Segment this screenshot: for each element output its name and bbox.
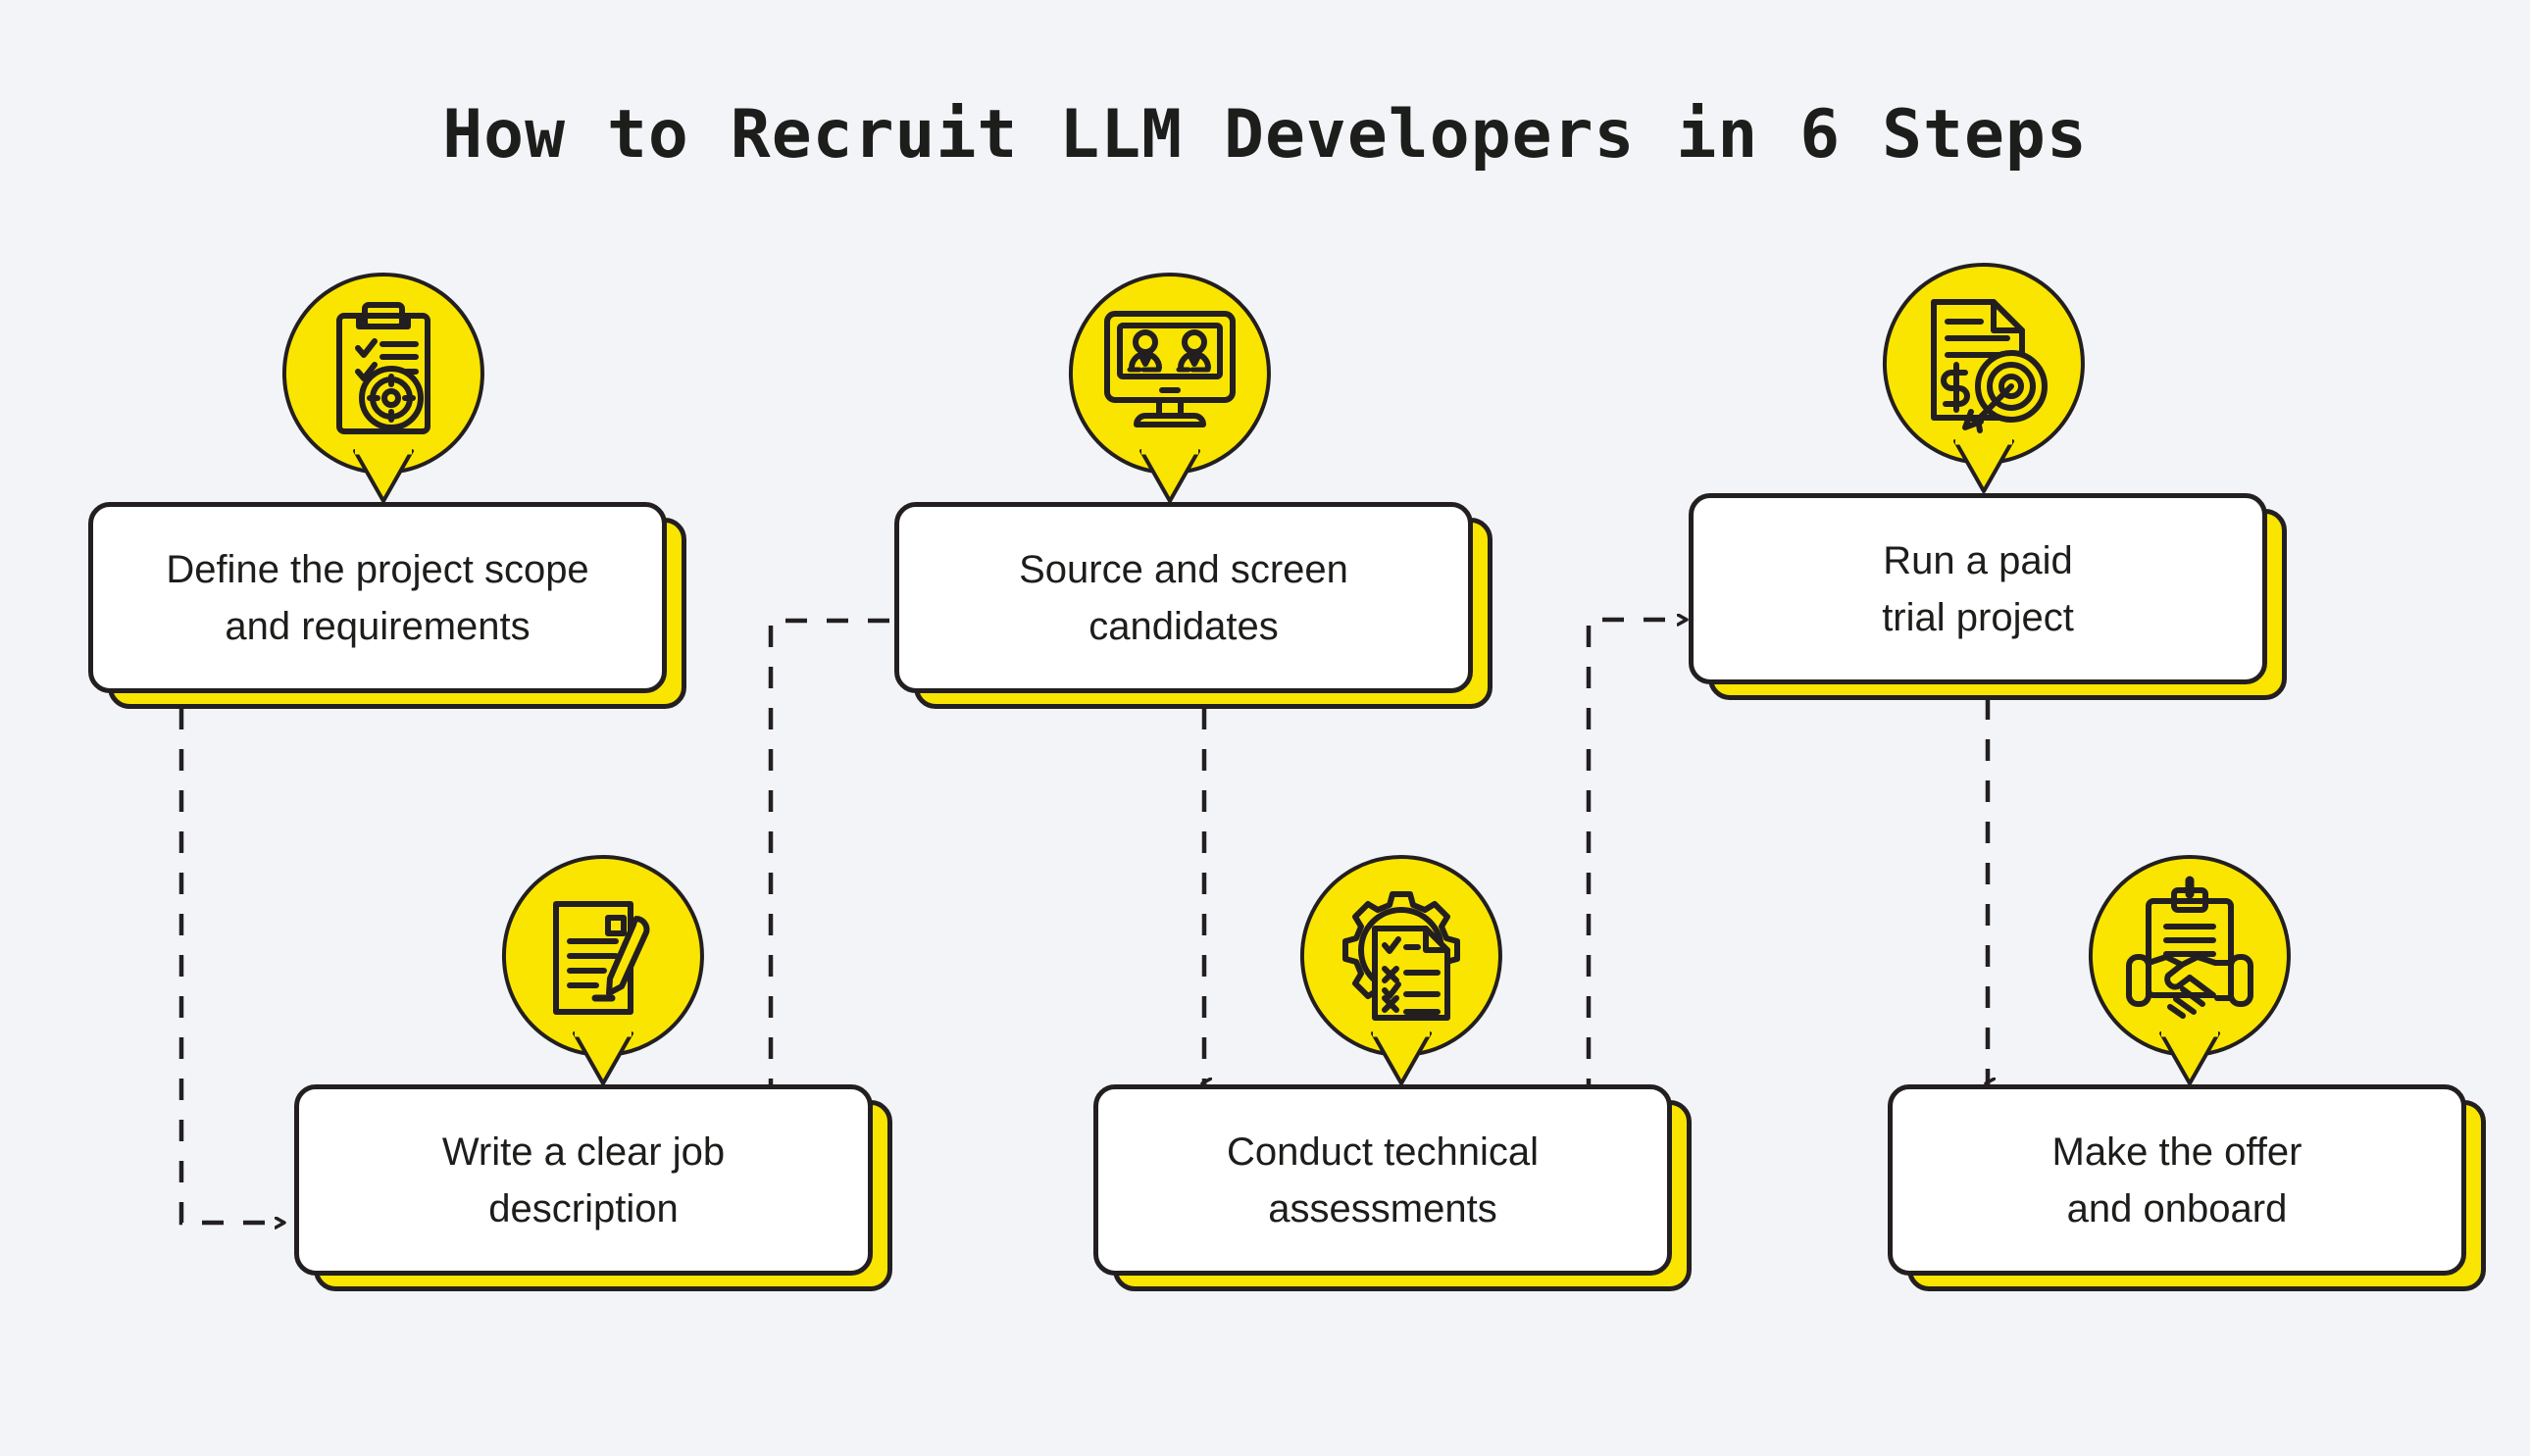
step-3-label: Source and screen candidates xyxy=(997,541,1370,655)
step-6-label: Make the offer and onboard xyxy=(2031,1124,2324,1237)
gear-checklist-icon xyxy=(1342,891,1460,1021)
step-5-label-line1: Run a paid xyxy=(1883,538,2073,582)
document-pen-icon xyxy=(553,901,650,1015)
step-1-card[interactable]: Define the project scope and requirement… xyxy=(88,502,667,693)
page-title: How to Recruit LLM Developers in 6 Steps xyxy=(442,96,2088,174)
step-5-label-line2: trial project xyxy=(1882,595,2074,639)
step-3-label-line1: Source and screen xyxy=(1019,547,1348,591)
step-5-card[interactable]: Run a paid trial project xyxy=(1689,493,2267,684)
step-6-card[interactable]: Make the offer and onboard xyxy=(1888,1084,2466,1276)
step-6-label-line2: and onboard xyxy=(2066,1186,2288,1230)
step-1-label-line1: Define the project scope xyxy=(166,547,589,591)
monitor-candidates-icon xyxy=(1104,311,1236,427)
step-4-card[interactable]: Conduct technical assessments xyxy=(1093,1084,1672,1276)
step-1-label: Define the project scope and requirement… xyxy=(144,541,610,655)
clipboard-target-icon xyxy=(336,302,430,434)
step-2-label-line2: description xyxy=(488,1186,679,1230)
step-5-label: Run a paid trial project xyxy=(1860,532,2096,646)
step-2-label-line1: Write a clear job xyxy=(441,1130,726,1174)
step-4-icon-bubble xyxy=(1299,855,1502,1085)
connector-step4-step5 xyxy=(1586,620,1685,1100)
step-4-label: Conduct technical assessments xyxy=(1205,1124,1560,1237)
step-3-card[interactable]: Source and screen candidates xyxy=(894,502,1473,693)
step-1-label-line2: and requirements xyxy=(225,604,531,648)
connector-step1-step2 xyxy=(178,708,282,1223)
handshake-clipboard-icon xyxy=(2126,876,2253,1019)
step-4-label-line1: Conduct technical xyxy=(1227,1130,1539,1174)
step-5-icon-bubble xyxy=(1882,263,2085,493)
step-6-icon-bubble xyxy=(2088,855,2291,1085)
document-dollar-target-icon xyxy=(1931,299,2048,433)
step-6-label-line1: Make the offer xyxy=(2051,1130,2302,1174)
connector-step2-step3 xyxy=(768,621,910,1100)
step-3-icon-bubble xyxy=(1068,273,1271,503)
step-4-label-line2: assessments xyxy=(1268,1186,1497,1230)
step-2-label: Write a clear job description xyxy=(421,1124,746,1237)
step-2-card[interactable]: Write a clear job description xyxy=(294,1084,873,1276)
step-3-label-line2: candidates xyxy=(1088,604,1279,648)
step-1-icon-bubble xyxy=(281,273,484,503)
step-2-icon-bubble xyxy=(501,855,704,1085)
